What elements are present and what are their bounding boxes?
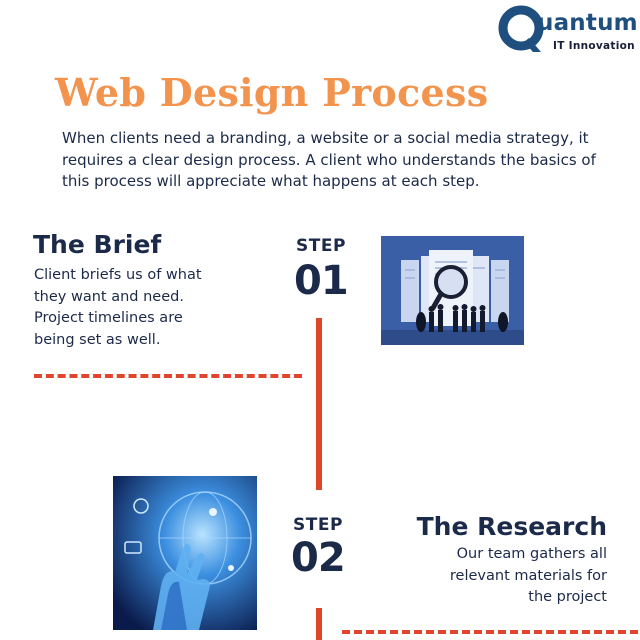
step-1-description: Client briefs us of what they want and n… xyxy=(34,265,234,351)
intro-paragraph: When clients need a branding, a website … xyxy=(62,129,596,190)
step-1-line: Project timelines are xyxy=(34,310,183,326)
step-2-label: STEP xyxy=(293,515,343,535)
step-2-number: 02 xyxy=(291,535,346,581)
step-2-description: Our team gathers all relevant materials … xyxy=(367,544,607,609)
step-1-line: being set as well. xyxy=(34,331,161,348)
research-illustration xyxy=(113,476,257,630)
page-title: Web Design Process xyxy=(55,70,489,115)
vertical-connector xyxy=(316,318,322,490)
dashed-connector-1 xyxy=(34,374,302,378)
step-2-line: relevant materials for xyxy=(449,567,607,584)
step-1-line: they want and need. xyxy=(34,288,184,305)
step-2-line: the project xyxy=(528,589,607,605)
step-1-heading: The Brief xyxy=(33,230,162,259)
quantum-logo: uantum IT Innovation xyxy=(497,4,639,60)
step-1-number: 01 xyxy=(294,258,349,304)
step-2-heading: The Research xyxy=(416,512,607,541)
logo-wordmark: uantum xyxy=(537,10,638,36)
step-1-label: STEP xyxy=(296,236,346,256)
brief-illustration xyxy=(381,236,524,345)
vertical-connector-bottom xyxy=(316,608,322,640)
dashed-connector-2 xyxy=(342,630,638,634)
logo-subtitle: IT Innovation xyxy=(553,40,635,52)
step-2-line: Our team gathers all xyxy=(456,546,607,562)
q-letter-icon xyxy=(498,5,544,52)
step-1-line: Client briefs us of what xyxy=(34,267,202,283)
